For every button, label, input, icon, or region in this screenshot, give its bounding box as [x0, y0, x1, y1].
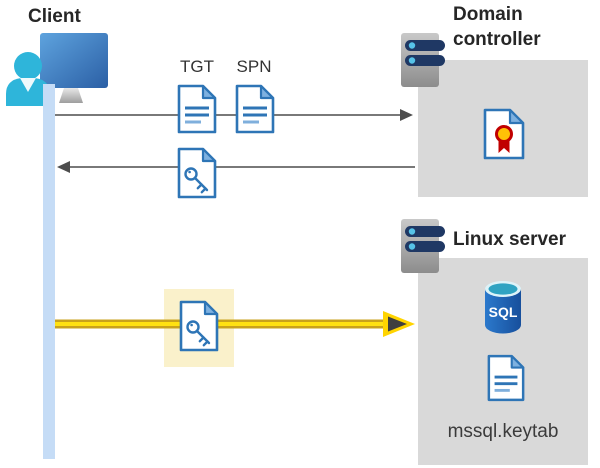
key-document-highlighted-icon: [178, 300, 220, 352]
monitor-icon: [40, 33, 108, 103]
tgt-label: TGT: [180, 57, 214, 76]
keytab-document-icon: [486, 353, 526, 403]
sql-label: SQL: [489, 304, 518, 320]
key-document-icon: [176, 147, 218, 199]
keytab-filename-label: mssql.keytab: [447, 421, 559, 442]
response-arrow: [55, 159, 415, 175]
arrowhead-right-icon: [400, 109, 413, 121]
arrowhead-left-icon: [57, 161, 70, 173]
certificate-icon: [482, 108, 526, 160]
tgt-document-icon: [176, 84, 218, 134]
client-workstation-icon: [4, 28, 114, 106]
linux-server-label: Linux server: [453, 229, 566, 250]
sql-database-icon: SQL: [482, 279, 524, 335]
person-icon: [6, 52, 50, 106]
client-lifeline: [43, 84, 55, 459]
spn-document-icon: [234, 84, 276, 134]
spn-label: SPN: [236, 57, 272, 76]
domain-controller-server-icon: [399, 31, 449, 89]
connection-arrow-yellow: [55, 311, 417, 337]
request-arrow: [55, 107, 415, 123]
client-label: Client: [28, 6, 81, 27]
domain-controller-label: Domain controller: [453, 4, 541, 51]
linux-server-icon: [399, 217, 449, 275]
